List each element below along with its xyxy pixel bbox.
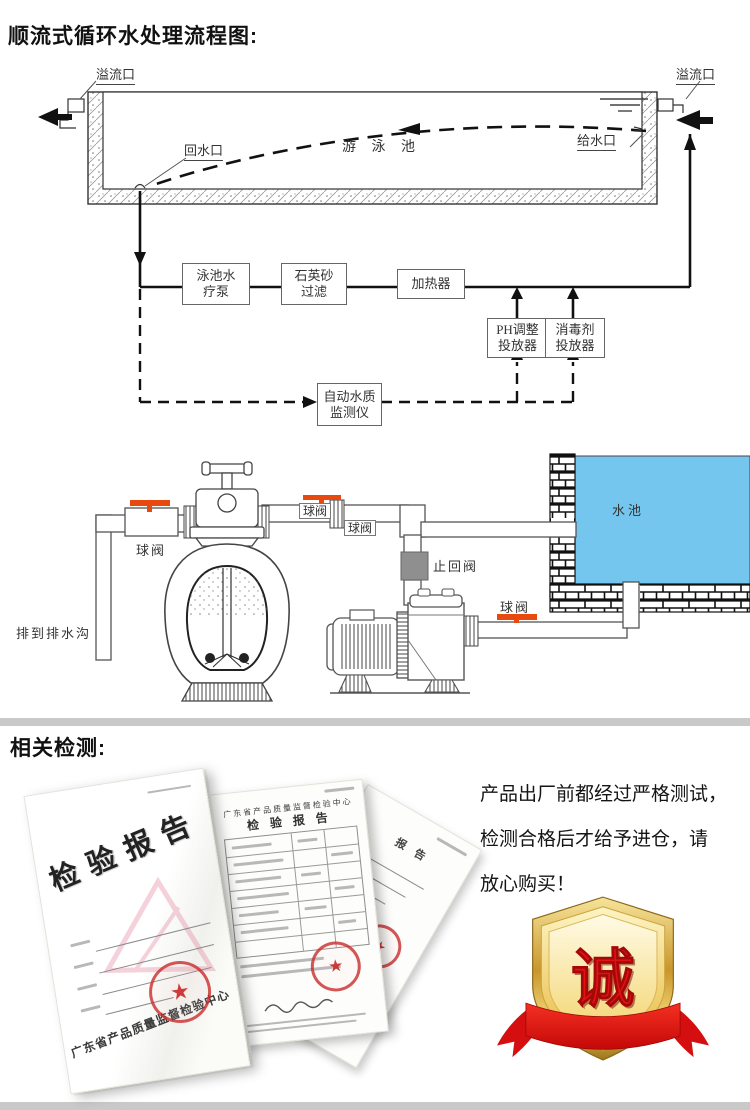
ball-valve-bottom-label: 球阀 <box>500 600 531 615</box>
water-level-icon <box>600 98 648 112</box>
sand-filter-tank <box>164 543 290 702</box>
strainer-lid <box>409 594 463 608</box>
return-port-label: 回水口 <box>184 140 224 161</box>
filter-base <box>180 682 274 702</box>
doser-feed-lines <box>515 297 575 318</box>
ball-valve-handle <box>303 495 341 500</box>
seal-star-icon: ★ <box>168 977 192 1006</box>
pump <box>326 588 470 694</box>
section-divider <box>0 718 750 726</box>
overflow-left-label: 溢流口 <box>96 64 136 85</box>
sand-media <box>186 566 268 616</box>
multiport-valve <box>189 461 265 547</box>
watermark-logo <box>103 876 217 974</box>
tank-water <box>574 455 750 585</box>
seal-star-icon: ★ <box>327 955 345 977</box>
inspection-report-doc-1: 检验报告 广东省产品质量监督检验中心 ★ <box>23 767 251 1095</box>
node-water-quality-monitor: 自动水质 监测仪 <box>317 383 382 426</box>
water-tank <box>549 453 750 613</box>
leader-lines <box>144 133 644 187</box>
tank-bottom-wall <box>549 583 750 613</box>
node-pool-spa-pump: 泳池水 疗泵 <box>182 263 250 305</box>
quality-statement: 产品出厂前都经过严格测试， 检测合格后才给予进仓，请 放心购买！ <box>480 772 744 907</box>
inspection-report-doc-2: 广东省产品质量监督检验中心 检 验 报 告 ★ <box>209 778 389 1048</box>
check-valve-body <box>400 551 429 581</box>
overflow-left-plumbing <box>38 80 97 129</box>
control-signal-lines <box>138 289 575 404</box>
overflow-right-label: 溢流口 <box>676 64 716 85</box>
supply-port-label: 给水口 <box>577 130 617 151</box>
check-valve-label: 止回阀 <box>433 559 479 574</box>
quality-statement-line: 检测合格后才给予进仓，请 <box>480 829 709 850</box>
node-heater: 加热器 <box>397 269 465 299</box>
ball-valve-top <box>303 495 341 505</box>
water-tank-label: 水池 <box>612 503 645 518</box>
drain-label: 排到排水沟 <box>16 626 92 641</box>
node-disinfectant-doser: 消毒剂 投放器 <box>545 318 605 358</box>
overflow-right-plumbing <box>657 80 713 130</box>
ball-valve-left <box>124 500 179 537</box>
ball-valve-left-label: 球阀 <box>136 543 167 558</box>
report-table <box>223 825 370 959</box>
ball-valve-bottom <box>497 614 537 623</box>
ball-valve-handle <box>497 614 537 620</box>
drain-pipe <box>95 514 112 661</box>
supply-port-symbol <box>633 126 643 132</box>
ribbon-band <box>525 1002 681 1050</box>
ball-valve-handle <box>130 500 170 506</box>
flow-arrowhead <box>398 123 420 135</box>
node-ph-doser: PH调整 投放器 <box>487 318 548 358</box>
testing-section-title: 相关检测: <box>10 737 106 760</box>
ball-valve-top1-label: 球阀 <box>299 503 332 519</box>
up-arrowhead <box>684 134 696 150</box>
flow-diagram <box>38 80 713 408</box>
down-arrowhead <box>134 252 146 266</box>
gold-shield-icon: 诚 诚 <box>497 896 709 1061</box>
piping <box>95 504 640 661</box>
pool-structure <box>87 91 658 205</box>
node-quartz-sand-filter: 石英砂 过滤 <box>281 263 347 305</box>
ball-valve-top2-label: 球阀 <box>344 520 377 536</box>
svg-text:诚: 诚 <box>573 946 637 1017</box>
pipe-to-tank <box>420 521 577 538</box>
bottom-divider <box>0 1102 750 1110</box>
integrity-badge: 诚 诚 <box>497 891 709 1069</box>
report-title-partial: 报 告 <box>392 836 431 866</box>
pool-name-label: 游 泳 池 <box>342 140 421 155</box>
return-port-symbol <box>134 183 146 189</box>
quality-statement-line: 放心购买！ <box>480 874 576 895</box>
pipe-from-tank <box>476 621 628 639</box>
flow-diagram-title: 顺流式循环水处理流程图: <box>8 25 258 48</box>
handwritten-signature <box>264 998 333 1013</box>
equipment-diagram <box>95 453 750 702</box>
circulation-flow-line <box>152 125 647 187</box>
badge-character: 诚 <box>571 944 635 1015</box>
quality-statement-line: 产品出厂前都经过严格测试， <box>480 784 728 805</box>
